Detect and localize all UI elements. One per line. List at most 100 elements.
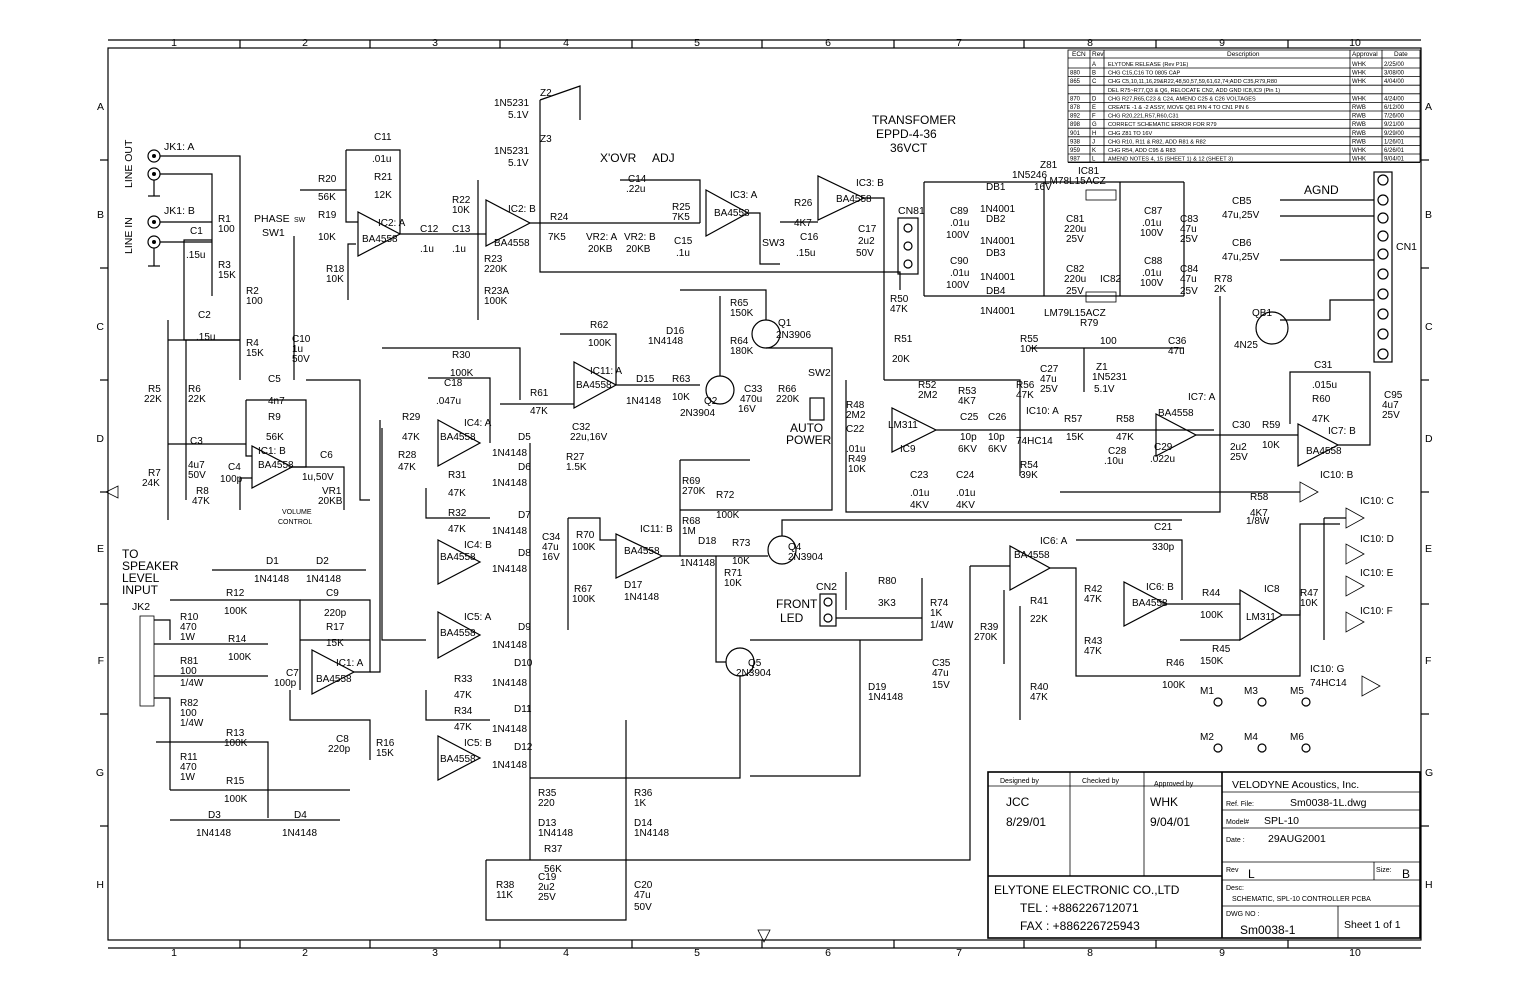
component-label: .01u (846, 444, 865, 455)
component-label: IC10: B (1320, 470, 1354, 481)
component-label: D7 (518, 510, 531, 521)
cn1-label: CN1 (1396, 241, 1417, 253)
component-label: C7 (286, 668, 299, 679)
revision-cell: CORRECT SCHEMATIC ERROR FOR R79 (1108, 122, 1217, 128)
component-label: D13 (538, 818, 557, 829)
component-label: .01u (910, 488, 929, 499)
component-label: 6KV (988, 444, 1007, 455)
component-label: R60 (1312, 394, 1331, 405)
transformer-label-2: EPPD-4-36 (876, 127, 937, 141)
approver: WHK (1150, 795, 1178, 809)
drawing-frame (100, 39, 1429, 949)
component-label: C14 (628, 174, 647, 185)
adj-label: ADJ (652, 151, 675, 165)
title-block-text: Designed by Checked by Approved by JCC 8… (994, 778, 1410, 937)
component-label: .15u (196, 332, 215, 343)
component-label: R46 (1166, 658, 1185, 669)
component-label: IC9 (900, 444, 916, 455)
component-label: 10p (988, 432, 1005, 443)
component-label: 20KB (318, 496, 343, 507)
component-label: 4K7 (958, 396, 976, 407)
component-label: M2 (1200, 732, 1214, 743)
col-label: 9 (1219, 947, 1225, 959)
component-label: R27 (566, 452, 585, 463)
auto-power-label-2: POWER (786, 433, 832, 447)
line-in-label: LINE IN (123, 217, 135, 254)
component-label: C9 (326, 588, 339, 599)
component-label: R24 (550, 212, 569, 223)
component-label: D1 (266, 556, 279, 567)
component-label: 1N4001 (980, 272, 1015, 283)
component-label: 25V (1066, 234, 1084, 245)
revision-cell: DEL R75~R77,Q3 & Q6, RELOCATE CN2, ADD G… (1108, 88, 1280, 94)
component-label: IC81 (1078, 166, 1100, 177)
component-label: 1N4148 (648, 336, 683, 347)
component-label: 10K (1262, 440, 1280, 451)
revision-cell: 7/26/00 (1384, 114, 1405, 120)
component-label: D18 (698, 536, 717, 547)
size: B (1402, 867, 1410, 881)
component-label: C19 (538, 872, 557, 883)
component-label: CB5 (1232, 196, 1252, 207)
component-label: 1N4148 (626, 396, 661, 407)
component-label: .15u (186, 250, 205, 261)
component-label: 220p (324, 608, 347, 619)
row-label: G (1425, 767, 1433, 779)
component-label: 100K (588, 338, 612, 349)
revision-cell: 987 (1070, 157, 1081, 163)
col-label: 8 (1087, 37, 1093, 49)
component-label: C31 (1314, 360, 1333, 371)
border-labels: 1 2 3 4 5 6 7 8 9 10 1 2 3 4 5 6 7 8 9 1… (96, 37, 1433, 959)
component-label: 15K (218, 270, 236, 281)
speaker-label-4: INPUT (122, 583, 159, 597)
component-label: R10 (180, 612, 199, 623)
rev: L (1248, 867, 1255, 881)
component-label: R56 (1016, 380, 1035, 391)
component-label: IC10: A (1026, 406, 1059, 417)
component-label: R72 (716, 490, 735, 501)
component-label: 10K (672, 392, 690, 403)
component-label: 25V (1180, 234, 1198, 245)
col-label: 1 (171, 947, 177, 959)
component-label: C33 (744, 384, 763, 395)
component-label: C4 (228, 462, 241, 473)
component-label: 6KV (958, 444, 977, 455)
component-label: D4 (294, 810, 307, 821)
revision-cell: RWB (1352, 114, 1366, 120)
component-label: 47K (192, 496, 210, 507)
revision-header: Rev (1092, 51, 1104, 58)
component-label: R57 (1064, 414, 1083, 425)
component-label: C6 (320, 450, 333, 461)
component-label: 1W (180, 632, 196, 643)
cn2-label: CN2 (816, 581, 837, 593)
component-label: R40 (1030, 682, 1049, 693)
component-label: 1u (292, 344, 303, 355)
row-label: B (97, 209, 104, 221)
component-label: 47u (1180, 274, 1197, 285)
revision-cell: 6/26/01 (1384, 148, 1405, 154)
component-label: C35 (932, 658, 951, 669)
component-label: 4KV (910, 500, 929, 511)
component-label: 47K (530, 406, 548, 417)
component-label: D14 (634, 818, 653, 829)
component-label: 16V (1034, 182, 1052, 193)
component-label: R47 (1300, 588, 1319, 599)
component-label: 1N4148 (624, 592, 659, 603)
component-label: 1/4W (180, 718, 204, 729)
component-label: R78 (1214, 274, 1233, 285)
component-label: R67 (574, 584, 593, 595)
component-label: R15 (226, 776, 245, 787)
component-label: R73 (732, 538, 751, 549)
component-label: R70 (576, 530, 595, 541)
component-label: R49 (848, 454, 867, 465)
vendor-fax: FAX : +886226725943 (1020, 919, 1140, 933)
line-out-label: LINE OUT (123, 139, 135, 188)
component-label: 1N4148 (492, 448, 527, 459)
component-label: 47u (1180, 224, 1197, 235)
component-label: 74HC14 (1016, 436, 1053, 447)
component-label: 100K (484, 296, 508, 307)
row-label: D (1425, 433, 1433, 445)
component-label: 5.1V (1094, 384, 1115, 395)
component-label: .01u (1142, 218, 1161, 229)
